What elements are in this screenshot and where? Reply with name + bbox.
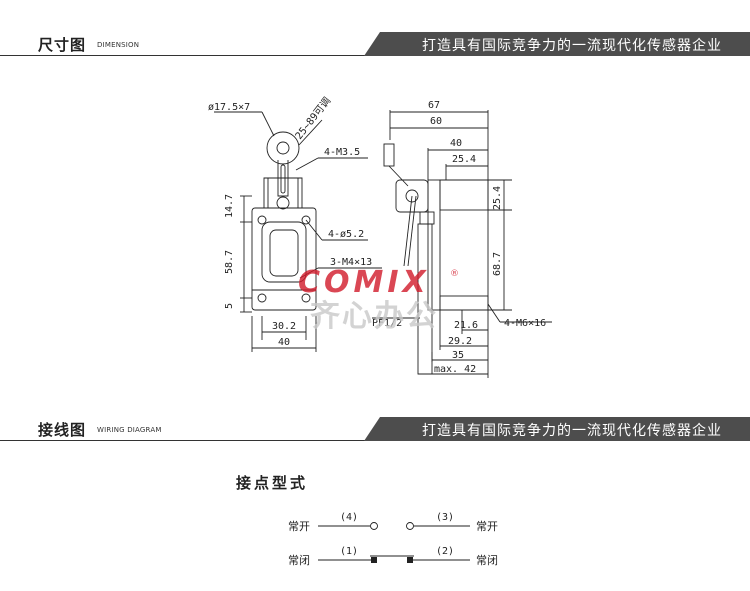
terminal-1-label: (1) (340, 546, 358, 557)
wiring-diagram: 接点型式 常开 (4) (3) 常开 常闭 (1) (2) 常闭 (236, 474, 498, 567)
body-window (261, 221, 307, 283)
front-view (214, 111, 382, 352)
side-top-block (439, 179, 489, 211)
label-side-dim-40: 40 (450, 138, 462, 149)
no-left-contact (370, 522, 378, 530)
side-body (427, 179, 489, 311)
nc-right-contact (407, 557, 413, 563)
watermark-brand: COMIX (298, 265, 430, 300)
side-conduit (419, 211, 435, 225)
dimension-slogan: 打造具有国际竞争力的一流现代化传感器企业 (422, 38, 722, 54)
label-mount: 4-M6×16 (504, 318, 546, 329)
watermark-cn: 齐心办公 (310, 299, 438, 334)
watermark-reg: ® (450, 269, 459, 279)
leader-line (299, 267, 319, 279)
label-screw: 3-M4×13 (330, 257, 372, 268)
roller-outer (266, 131, 300, 165)
side-view-labels: 67 60 40 25.4 25.4 68.7 PF1/2 21.6 4-M6×… (372, 100, 546, 375)
label-dim-25-4-right: 25.4 (492, 186, 503, 210)
side-lever (407, 195, 417, 267)
wiring-header: 接线图 WIRING DIAGRAM 打造具有国际竞争力的一流现代化传感器企业 (0, 417, 750, 443)
no-right-label: 常开 (476, 520, 498, 533)
mount-hole (301, 215, 311, 225)
side-arm (388, 165, 409, 187)
side-roller (383, 143, 395, 167)
label-roller: ø17.5×7 (208, 102, 250, 113)
label-dim-40: 40 (278, 337, 290, 348)
terminal-3-label: (3) (436, 512, 454, 523)
label-dim-5: 5 (224, 303, 235, 309)
switch-body (251, 207, 317, 311)
leader-line (487, 303, 501, 323)
label-dim-60: 60 (430, 116, 442, 127)
label-dim-21-6: 21.6 (454, 320, 478, 331)
wiring-slogan: 打造具有国际竞争力的一流现代化传感器企业 (422, 423, 722, 439)
terminal-4-label: (4) (340, 512, 358, 523)
label-hole: 4-ø5.2 (328, 229, 364, 240)
mount-hole (257, 215, 267, 225)
dimension-banner (364, 32, 750, 56)
leader-line (305, 219, 323, 241)
leader-line (298, 119, 323, 146)
side-bottom-block (439, 295, 489, 311)
body-window-inner (269, 229, 299, 277)
label-dim-35: 35 (452, 350, 464, 361)
side-view (372, 110, 552, 378)
leader-line (295, 157, 319, 171)
contact-type-title: 接点型式 (236, 474, 308, 492)
label-dim-30-2: 30.2 (272, 321, 296, 332)
label-dim-58-7: 58.7 (224, 250, 235, 274)
mount-hole (257, 293, 267, 303)
side-shaft (405, 189, 419, 203)
wiring-title: 接线图 (38, 421, 87, 439)
label-dim-max: max. 42 (434, 364, 476, 375)
dimension-subtitle: DIMENSION (97, 41, 140, 49)
leader-line (261, 111, 275, 137)
label-dim-68-7: 68.7 (492, 252, 503, 276)
label-dim-29-2: 29.2 (448, 336, 472, 347)
nc-left-label: 常闭 (288, 554, 310, 567)
roller-inner (276, 141, 290, 155)
dimension-drawing: ø17.5×7 25~89可调 4-M3.5 14.7 58.7 5 4-ø5.… (208, 95, 552, 378)
lever-pivot (276, 196, 290, 210)
label-dim-25-4-top: 25.4 (452, 154, 476, 165)
wiring-banner (364, 417, 750, 441)
mount-hole (301, 293, 311, 303)
terminal-2-label: (2) (436, 546, 454, 557)
label-arm-range: 25~89可调 (293, 95, 333, 142)
watermark-logo: COMIX ® 齐心办公 (298, 265, 459, 334)
nc-right-label: 常闭 (476, 554, 498, 567)
label-thread: PF1/2 (372, 318, 402, 329)
nc-left-contact (371, 557, 377, 563)
wiring-subtitle: WIRING DIAGRAM (97, 426, 162, 434)
wiring-banner-shape (364, 417, 750, 441)
no-left-label: 常开 (288, 520, 310, 533)
label-dim-67: 67 (428, 100, 440, 111)
side-lever (403, 195, 413, 267)
dimension-banner-shape (364, 32, 750, 56)
side-head (395, 179, 429, 213)
no-right-contact (406, 522, 414, 530)
label-mount-screw: 4-M3.5 (324, 147, 360, 158)
dimension-header: 尺寸图 DIMENSION 打造具有国际竞争力的一流现代化传感器企业 (0, 32, 750, 58)
dimension-title: 尺寸图 (38, 36, 87, 54)
lever-slot (280, 164, 286, 194)
label-dim-14-7: 14.7 (224, 194, 235, 218)
